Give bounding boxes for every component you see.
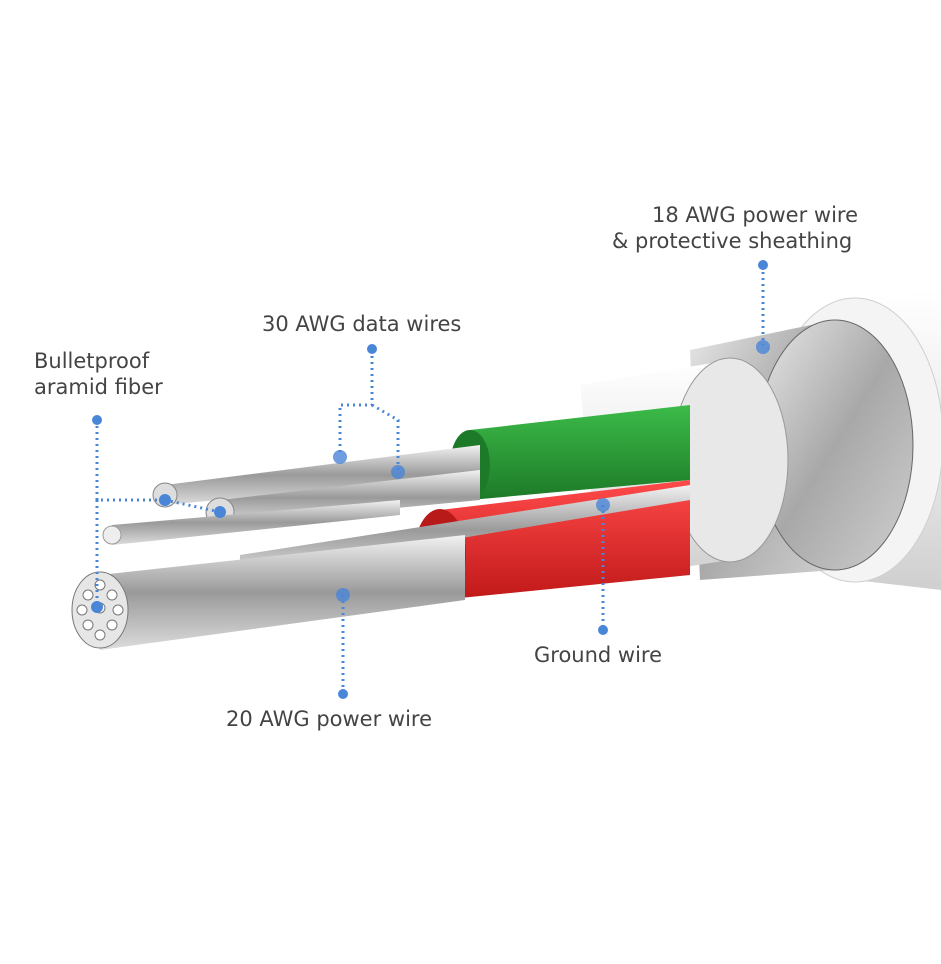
callout-dots <box>91 260 770 699</box>
label-ground-wire: Ground wire <box>534 643 663 667</box>
data-wires <box>102 445 480 545</box>
label-line: & protective sheathing <box>612 229 853 253</box>
label-line: aramid fiber <box>34 375 163 399</box>
label-line: Bulletproof <box>34 349 150 373</box>
label-aramid-fiber: Bulletproof aramid fiber <box>34 348 163 400</box>
label-30awg-data-wires: 30 AWG data wires <box>262 312 462 336</box>
callout-lines <box>95 266 765 692</box>
label-18awg-power-wire: 18 AWG power wire & protective sheathing <box>612 202 859 254</box>
label-line: 18 AWG power wire <box>652 203 859 227</box>
label-20awg-power-wire: 20 AWG power wire <box>226 707 433 731</box>
